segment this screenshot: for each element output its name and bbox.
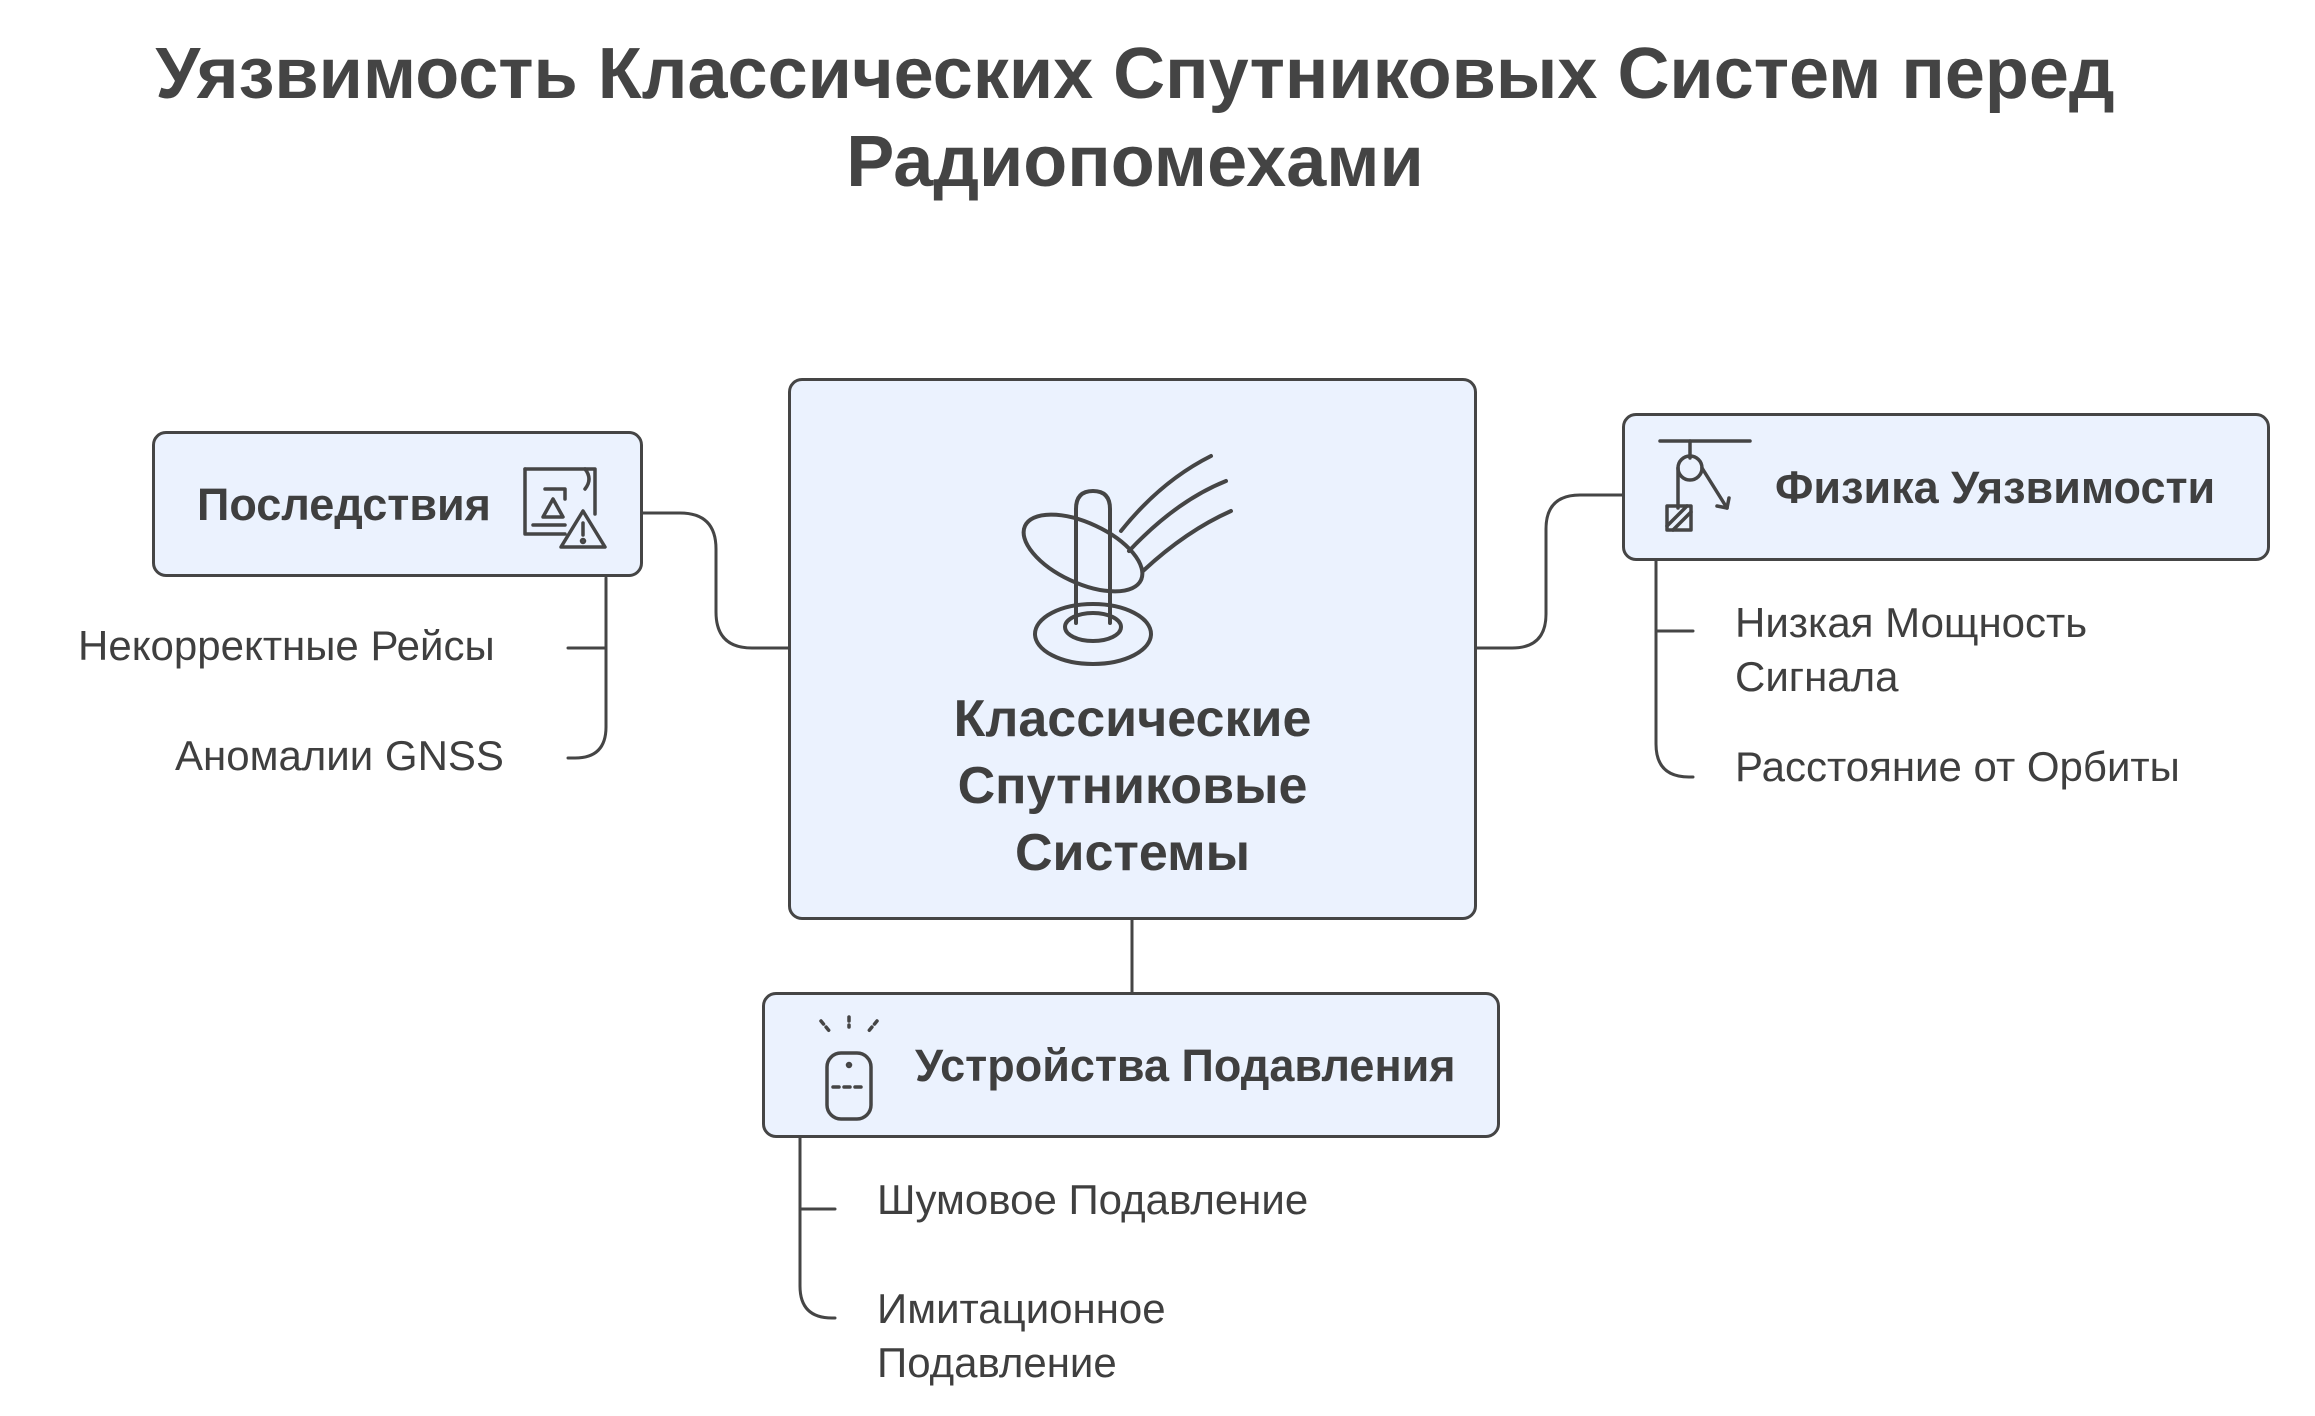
consequences-item-2: Аномалии GNSS	[175, 732, 504, 779]
warning-document-icon	[523, 467, 607, 549]
jammers-item-1: Шумовое Подавление	[877, 1176, 1309, 1223]
connector-physics	[1473, 493, 1624, 650]
jammers-label: Устройства Подавления	[915, 1040, 1456, 1091]
jammers-node[interactable]: Устройства Подавления	[762, 992, 1500, 1138]
connector-physics-leaves	[1654, 558, 1695, 779]
consequences-label: Последствия	[197, 479, 491, 530]
diagram-title: Уязвимость Классических Спутниковых Сист…	[155, 34, 2115, 202]
physics-item-1: Низкая Мощность Сигнала	[1735, 599, 2088, 700]
jammers-item-2: Имитационное Подавление	[877, 1285, 1166, 1386]
physics-item-2: Расстояние от Орбиты	[1735, 743, 2180, 790]
jammer-device-icon	[819, 1015, 879, 1121]
consequences-item-1: Некорректные Рейсы	[78, 622, 495, 669]
physics-node[interactable]: Физика Уязвимости	[1622, 413, 2270, 561]
satellite-dish-icon	[1021, 454, 1233, 666]
center-node-label: Классические Спутниковые Системы	[953, 690, 1312, 882]
pulley-icon	[1658, 439, 1752, 532]
connector-jammers-leaves	[798, 1136, 837, 1320]
connector-consequences	[641, 511, 792, 650]
connector-consequences-leaves	[566, 576, 608, 760]
consequences-node[interactable]: Последствия	[152, 431, 643, 577]
physics-label: Физика Уязвимости	[1775, 462, 2216, 513]
center-node[interactable]: Классические Спутниковые Системы	[788, 378, 1477, 920]
